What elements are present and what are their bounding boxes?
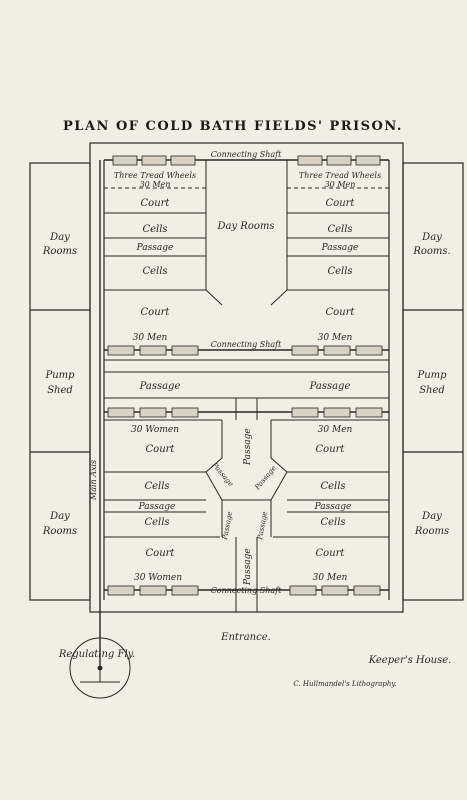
- middle-section-lines: [104, 359, 389, 538]
- label-keepers-house: Keeper's House.: [368, 655, 452, 666]
- label-passage-1-left: Passage: [136, 243, 174, 253]
- label-men-bottom-right: 30 Men: [313, 573, 348, 583]
- label-day-rooms-right-upper-1: Day: [421, 232, 442, 243]
- label-day-rooms-left-lower-1: Day: [49, 511, 70, 522]
- label-pump-right-1: Pump: [416, 370, 447, 381]
- label-lithography: C. Hullmandel's Lithography.: [293, 680, 396, 688]
- plan-title: PLAN OF COLD BATH FIELDS' PRISON.: [63, 119, 403, 134]
- label-court-low-right: Court: [316, 444, 346, 455]
- label-cells-1-right: Cells: [327, 224, 352, 235]
- label-court-mid-right: Court: [326, 307, 356, 318]
- label-court-top-left: Court: [141, 198, 171, 209]
- label-men-top-left: 30 Men: [140, 180, 171, 189]
- label-cells-2-left: Cells: [142, 266, 167, 277]
- label-day-rooms-center: Day Rooms: [217, 221, 275, 232]
- label-passage-1-right: Passage: [321, 243, 359, 253]
- label-day-rooms-right-upper-2: Rooms.: [412, 246, 450, 257]
- label-day-rooms-right-lower-2: Rooms: [414, 526, 449, 537]
- central-day-rooms-block: [205, 160, 288, 306]
- label-court-mid-left: Court: [141, 307, 171, 318]
- upper-section-lines: [104, 187, 389, 291]
- label-court-bottom-left: Court: [146, 548, 176, 559]
- label-passage-2-right: Passage: [314, 502, 352, 512]
- label-passage-mid-left: Passage: [139, 381, 181, 392]
- label-connecting-shaft-bottom: Connecting Shaft: [211, 586, 282, 595]
- label-passage-diag-4: Passage: [256, 511, 269, 542]
- label-day-rooms-left-lower-2: Rooms: [42, 526, 77, 537]
- label-passage-diag-2: Passage: [253, 464, 278, 492]
- label-men-mid-left: 30 Men: [133, 333, 168, 343]
- label-cells-2-right: Cells: [327, 266, 352, 277]
- label-pump-left-2: Shed: [47, 385, 73, 396]
- label-tread-wheels-left: Three Tread Wheels: [114, 171, 196, 180]
- label-cells-4-left: Cells: [144, 517, 169, 528]
- outer-walls: [29, 142, 464, 613]
- label-cells-3-right: Cells: [320, 481, 345, 492]
- label-entrance: Entrance.: [220, 632, 271, 643]
- label-day-rooms-left-upper-1: Day: [49, 232, 70, 243]
- label-cells-1-left: Cells: [142, 224, 167, 235]
- label-court-low-left: Court: [146, 444, 176, 455]
- label-passage-diag-1: Passage: [210, 460, 235, 488]
- label-passage-vertical-2: Passage: [243, 548, 253, 586]
- label-connecting-shaft-mid: Connecting Shaft: [211, 340, 282, 349]
- label-day-rooms-left-upper-2: Rooms: [42, 246, 77, 257]
- label-passage-2-left: Passage: [138, 502, 176, 512]
- label-passage-vertical-1: Passage: [243, 428, 253, 466]
- label-men-mid-right: 30 Men: [318, 333, 353, 343]
- label-cells-3-left: Cells: [144, 481, 169, 492]
- tread-wheels: [107, 155, 383, 596]
- label-court-bottom-right: Court: [316, 548, 346, 559]
- label-cells-4-right: Cells: [320, 517, 345, 528]
- label-passage-diag-3: Passage: [221, 511, 234, 542]
- regulating-fly: [69, 637, 131, 699]
- label-day-rooms-right-lower-1: Day: [421, 511, 442, 522]
- label-court-top-right: Court: [326, 198, 356, 209]
- label-main-axis: Main Axis: [89, 460, 98, 501]
- central-passage-chamber: [205, 398, 288, 612]
- label-regulating-fly: Regulating Fly.: [58, 649, 135, 660]
- label-pump-left-1: Pump: [44, 370, 75, 381]
- label-tread-wheels-right: Three Tread Wheels: [299, 171, 381, 180]
- label-pump-right-2: Shed: [419, 385, 445, 396]
- label-men-low-right: 30 Men: [318, 425, 353, 435]
- label-men-top-right: 30 Men: [325, 180, 356, 189]
- label-women-mid-left: 30 Women: [131, 425, 179, 435]
- label-connecting-shaft-top: Connecting Shaft: [211, 150, 282, 159]
- label-passage-mid-right: Passage: [309, 381, 351, 392]
- label-women-bottom-left: 30 Women: [134, 573, 182, 583]
